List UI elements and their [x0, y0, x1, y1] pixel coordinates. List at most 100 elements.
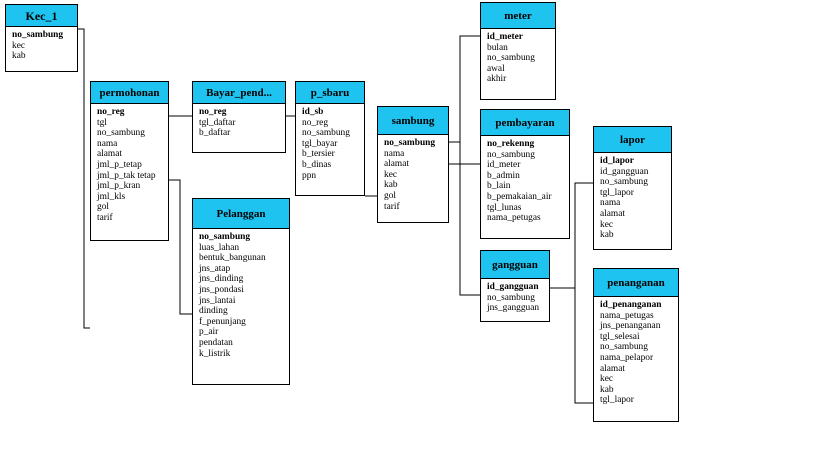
attribute-field: b_tersier — [302, 149, 335, 160]
attribute-field: no_sambung — [487, 292, 535, 303]
entity-meter-title: meter — [481, 3, 555, 29]
entity-pelanggan-title: Pelanggan — [193, 199, 289, 229]
attribute-field: jml_p_tetap — [97, 159, 142, 170]
primary-key-field: id_meter — [487, 32, 523, 42]
attribute-field: jns_dinding — [199, 274, 244, 285]
entity-kec1-title: Kec_1 — [6, 5, 77, 27]
attribute-field: nama_pelapor — [600, 352, 654, 363]
attribute-field: jns_atap — [199, 263, 231, 274]
attribute-field: tgl_lapor — [600, 187, 634, 198]
attribute-field: kec — [600, 219, 614, 230]
attribute-field: k_listrik — [199, 348, 231, 359]
attribute-field: no_sambung — [600, 342, 648, 353]
primary-key-field: no_reg — [97, 107, 125, 117]
attribute-field: jml_p_tak tetap — [97, 170, 156, 181]
attribute-field: tgl_bayar — [302, 138, 338, 149]
connector-permohonan-pelanggan — [168, 179, 192, 315]
primary-key-field: id_lapor — [600, 156, 634, 166]
attribute-field: b_admin — [487, 170, 520, 181]
entity-penanganan-title: penanganan — [594, 269, 678, 297]
primary-key-field: no_rekenng — [487, 139, 535, 149]
attribute-field: luas_lahan — [199, 242, 240, 253]
attribute-field: p_air — [199, 327, 219, 338]
connector-sambung-gangguan — [459, 142, 480, 296]
attribute-field: dinding — [199, 306, 228, 317]
attribute-field: no_sambung — [97, 128, 145, 139]
primary-key-field: id_gangguan — [487, 282, 539, 292]
entity-sambung-title: sambung — [378, 107, 448, 135]
primary-key-field: id_penanganan — [600, 300, 662, 310]
connector-kec1-permohonan — [78, 28, 90, 329]
connector-gangguan-penanganan — [574, 288, 593, 404]
attribute-field: alamat — [384, 159, 409, 170]
attribute-field: id_meter — [487, 160, 521, 171]
attribute-field: jns_pondasi — [199, 284, 244, 295]
attribute-field: nama_petugas — [600, 310, 654, 321]
primary-key-field: no_sambung — [199, 232, 251, 242]
attribute-field: gol — [384, 190, 396, 201]
attribute-field: no_sambung — [487, 53, 535, 64]
attribute-field: b_pemakaian_air — [487, 191, 552, 202]
attribute-field: tarif — [384, 201, 400, 212]
primary-key-field: no_sambung — [384, 138, 436, 148]
attribute-field: no_reg — [302, 117, 329, 128]
entity-permohonan-title: permohonan — [91, 82, 168, 104]
attribute-field: tgl — [97, 117, 107, 128]
primary-key-field: no_sambung — [12, 30, 64, 40]
attribute-field: jns_gangguan — [487, 303, 540, 314]
attribute-field: ppn — [302, 170, 317, 181]
attribute-field: jml_kls — [97, 191, 126, 202]
attribute-field: pendatan — [199, 337, 233, 348]
attribute-field: kec — [600, 374, 614, 385]
attribute-field: f_penunjang — [199, 316, 246, 327]
attribute-field: nama — [384, 148, 405, 159]
attribute-field: kab — [384, 180, 398, 191]
attribute-field: bulan — [487, 42, 508, 53]
attribute-field: jml_p_kran — [97, 181, 141, 192]
entity-bayar-title: Bayar_pend... — [193, 82, 285, 104]
entity-gangguan-title: gangguan — [481, 251, 549, 279]
attribute-field: no_sambung — [600, 177, 648, 188]
attribute-field: tgl_daftar — [199, 117, 236, 128]
connector-sambung-meter — [449, 35, 480, 143]
attribute-field: nama — [600, 198, 621, 209]
attribute-field: kec — [12, 40, 26, 51]
attribute-field: b_dinas — [302, 159, 332, 170]
attribute-field: nama — [97, 138, 118, 149]
attribute-field: kab — [600, 230, 614, 241]
attribute-field: kab — [600, 384, 614, 395]
attribute-field: alamat — [97, 149, 122, 160]
attribute-field: kab — [12, 51, 26, 62]
attribute-field: tgl_lapor — [600, 395, 634, 406]
attribute-field: bentuk_bangunan — [199, 253, 266, 264]
attribute-field: no_sambung — [487, 149, 535, 160]
attribute-field: tgl_lunas — [487, 202, 522, 213]
connector-gangguan-lapor — [550, 182, 593, 289]
attribute-field: awal — [487, 63, 505, 74]
attribute-field: akhir — [487, 74, 507, 85]
entity-lapor-title: lapor — [594, 127, 671, 153]
attribute-field: no_sambung — [302, 128, 350, 139]
attribute-field: id_gangguan — [600, 166, 649, 177]
attribute-field: b_daftar — [199, 128, 231, 139]
